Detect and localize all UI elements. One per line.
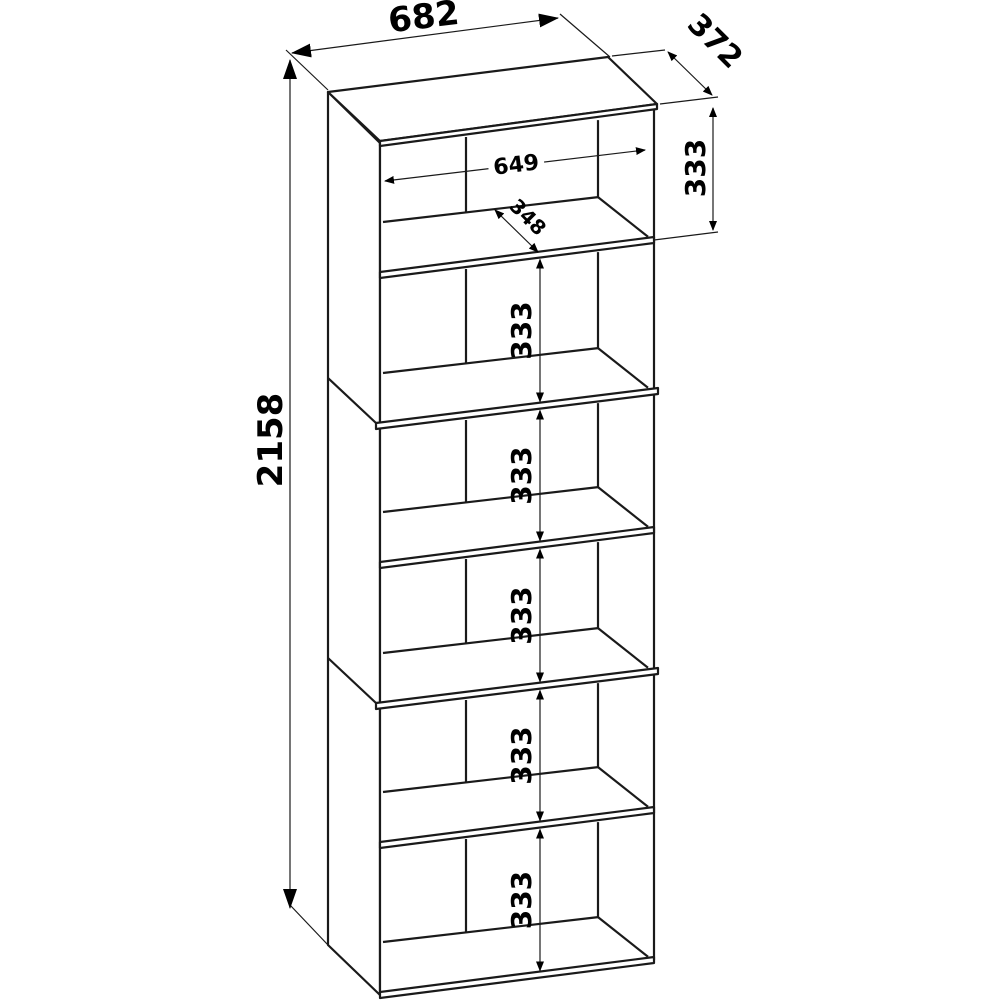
shelf-front — [374, 386, 660, 431]
back-shelf-edge — [382, 486, 599, 514]
total-width-label: 682 — [386, 0, 461, 41]
module-joint — [327, 657, 377, 704]
extension-line — [559, 13, 611, 58]
inner-width-label: 649 — [492, 150, 541, 180]
compartment — [382, 822, 649, 958]
back-shelf-edge — [382, 766, 599, 794]
shelf-side-edge — [597, 347, 649, 389]
back-shelf-edge — [382, 916, 599, 944]
module-joint — [327, 377, 377, 424]
shelf-front — [378, 235, 656, 280]
inner-depth-line — [494, 209, 539, 253]
compartment — [382, 252, 649, 389]
compartment — [382, 683, 649, 808]
width-dimension-line — [291, 13, 559, 58]
total-depth-label: 372 — [680, 7, 749, 76]
total-height-label: 2158 — [251, 393, 291, 488]
compartment-height-label: 333 — [505, 301, 538, 359]
compartment-height-label: 333 — [505, 586, 538, 644]
depth-dimension-line — [667, 51, 713, 96]
compartment-height-label: 333 — [505, 726, 538, 784]
compartment — [382, 542, 649, 669]
compartment-dimensions: 333 333 333 333 333 — [505, 258, 544, 972]
compartment — [382, 403, 649, 528]
back-shelf-edge — [382, 196, 599, 224]
shelf-side-edge — [597, 486, 649, 528]
extension-line — [653, 231, 719, 241]
shelf-side-edge — [597, 916, 649, 958]
cabinet-body — [327, 106, 660, 1000]
shelf-front — [378, 525, 656, 570]
shelf-side-edge — [597, 627, 649, 669]
top-board-edge — [378, 102, 659, 148]
top-compartment-height-label: 333 — [679, 139, 712, 197]
shelf-side-edge — [597, 766, 649, 808]
shelf-front — [378, 805, 656, 850]
shelf-front — [378, 955, 656, 1000]
shelf-side-edge — [597, 196, 649, 238]
back-shelf-edge — [382, 347, 599, 375]
extension-line — [611, 49, 666, 57]
extension-line — [285, 49, 329, 91]
compartment-height-label: 333 — [505, 446, 538, 504]
extension-line — [659, 96, 719, 105]
compartment-height-label: 333 — [505, 871, 538, 929]
side-panel — [326, 90, 382, 997]
shelf-front — [374, 666, 660, 711]
back-shelf-edge — [382, 627, 599, 655]
extension-line — [289, 904, 329, 946]
